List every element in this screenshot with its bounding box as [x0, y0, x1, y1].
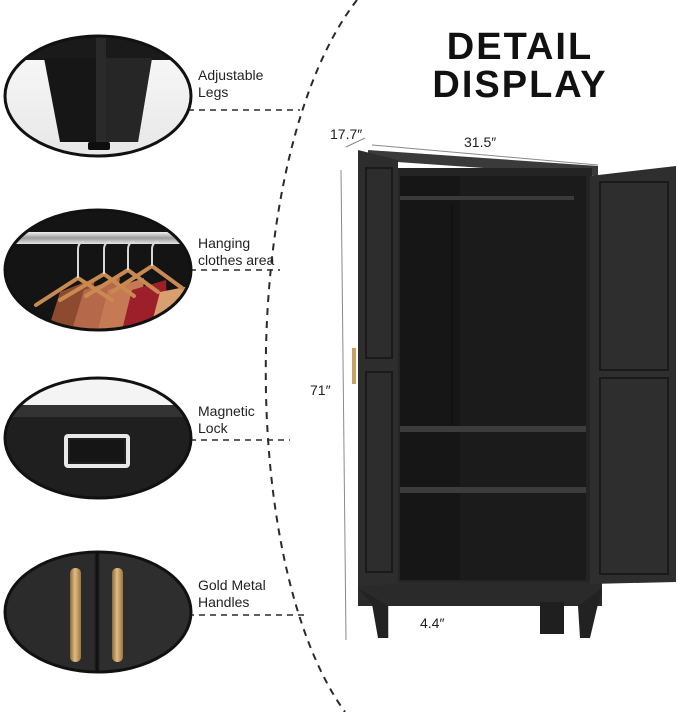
feature-label-lock: Magnetic Lock [198, 403, 255, 436]
dimension-width: 31.5″ [464, 134, 497, 150]
circle-frame-handles [3, 550, 193, 674]
circle-frame-lock [3, 376, 193, 500]
wardrobe-cabinet-illustration [352, 150, 676, 638]
title-line-2: DISPLAY [432, 64, 608, 106]
feature-label-legs: Adjustable Legs [198, 67, 264, 100]
circle-frame-hanging [3, 208, 193, 332]
dashed-divider-curve [264, 0, 358, 712]
dimension-leg-height: 4.4″ [420, 615, 445, 631]
feature-label-hanging: Hanging clothes area [198, 235, 275, 268]
circle-frame-legs [3, 34, 193, 158]
page-title: DETAIL DISPLAY [405, 28, 635, 104]
magnetic-lock-closeup [5, 378, 191, 498]
feature-label-handles: Gold Metal Handles [198, 577, 266, 610]
title-line-1: DETAIL [446, 26, 594, 68]
adjustable-leg-closeup [5, 36, 191, 156]
dimension-height: 71″ [310, 382, 331, 398]
dimension-depth: 17.7″ [330, 126, 363, 142]
hanging-clothes-closeup [5, 210, 191, 330]
gold-handles-closeup [5, 552, 191, 672]
